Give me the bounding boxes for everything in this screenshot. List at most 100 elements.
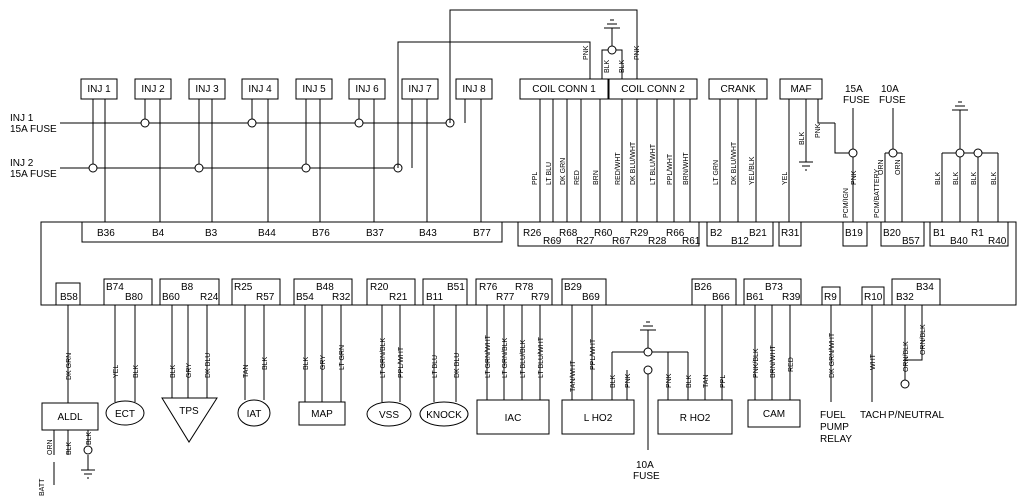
pcm-top-pin-area-b19 — [842, 221, 868, 247]
svg-text:R61: R61 — [682, 236, 701, 247]
component-knock: KNOCK — [419, 401, 469, 427]
svg-text:BLK: BLK — [610, 374, 617, 388]
svg-text:B20: B20 — [883, 228, 901, 239]
bottom-wires — [67, 305, 923, 479]
svg-text:R60: R60 — [594, 228, 613, 239]
svg-text:PPL: PPL — [532, 172, 539, 185]
svg-text:BLK: BLK — [303, 356, 310, 370]
svg-text:B74: B74 — [106, 282, 124, 293]
svg-text:R29: R29 — [630, 228, 649, 239]
fuel-pump-line2: PUMP — [820, 422, 849, 433]
svg-text:R9: R9 — [824, 292, 837, 303]
svg-text:DK GRN/WHT: DK GRN/WHT — [829, 332, 836, 378]
svg-text:CAM: CAM — [763, 409, 785, 420]
svg-text:KNOCK: KNOCK — [426, 410, 462, 421]
inj8-feed — [449, 9, 638, 123]
svg-text:LT BLU/BLK: LT BLU/BLK — [520, 339, 527, 378]
fuse-10a-bottom-line2: FUSE — [633, 471, 660, 482]
fuse-inj1-line1: INJ 1 — [10, 113, 34, 124]
svg-text:B60: B60 — [162, 292, 180, 303]
svg-text:R66: R66 — [666, 228, 685, 239]
svg-text:YEL: YEL — [782, 172, 789, 185]
svg-text:B40: B40 — [950, 236, 968, 247]
pin-box-b74 — [103, 278, 153, 306]
connector-crank-label: CRANK — [720, 84, 755, 95]
svg-text:IAT: IAT — [247, 409, 262, 420]
svg-text:WHT: WHT — [870, 353, 877, 370]
svg-text:DK GRN: DK GRN — [66, 353, 73, 380]
svg-text:RED/WHT: RED/WHT — [615, 152, 622, 185]
pcm-top-pin-area-crank — [706, 221, 774, 247]
svg-text:B19: B19 — [845, 228, 863, 239]
svg-text:B1: B1 — [933, 228, 946, 239]
connector-inj3: INJ 3 — [188, 78, 226, 100]
svg-text:BLK: BLK — [619, 59, 626, 73]
svg-text:R57: R57 — [256, 292, 275, 303]
svg-text:PNK: PNK — [815, 123, 822, 138]
svg-text:B21: B21 — [749, 228, 767, 239]
svg-text:B26: B26 — [694, 282, 712, 293]
svg-text:TPS: TPS — [179, 406, 199, 417]
connector-inj4-label: INJ 4 — [248, 84, 272, 95]
svg-text:RED: RED — [574, 170, 581, 185]
svg-text:LT BLU: LT BLU — [432, 355, 439, 378]
svg-text:IAC: IAC — [505, 413, 522, 424]
svg-text:BLK: BLK — [66, 441, 73, 455]
svg-text:B3: B3 — [205, 228, 218, 239]
svg-text:B57: B57 — [902, 236, 920, 247]
connector-inj1: INJ 1 — [80, 78, 118, 100]
svg-text:B76: B76 — [312, 228, 330, 239]
svg-text:PPL: PPL — [720, 375, 727, 388]
fuse-10a-top-line1: 10A — [881, 84, 899, 95]
svg-text:B43: B43 — [419, 228, 437, 239]
maf-wire-2 — [799, 99, 813, 171]
pin-box-r20 — [366, 278, 416, 306]
svg-text:ORN: ORN — [47, 439, 54, 455]
svg-text:PNK: PNK — [583, 45, 590, 60]
svg-text:BLK: BLK — [953, 171, 960, 185]
svg-text:R25: R25 — [234, 282, 253, 293]
svg-text:L HO2: L HO2 — [584, 413, 613, 424]
svg-text:R40: R40 — [988, 236, 1007, 247]
svg-text:PPL/WHT: PPL/WHT — [667, 153, 674, 185]
pin-box-b8 — [159, 278, 220, 306]
svg-text:ORN/BLK: ORN/BLK — [903, 341, 910, 372]
svg-text:PNK: PNK — [634, 45, 641, 60]
svg-text:B77: B77 — [473, 228, 491, 239]
pin-box-b34 — [891, 278, 941, 306]
svg-text:R39: R39 — [782, 292, 801, 303]
inj7-feed — [397, 41, 591, 168]
connector-coil1-label: COIL CONN 1 — [532, 84, 596, 95]
svg-text:B4: B4 — [152, 228, 165, 239]
svg-text:B80: B80 — [125, 292, 143, 303]
svg-text:PPL/WHT: PPL/WHT — [398, 346, 405, 378]
svg-text:BLK: BLK — [686, 374, 693, 388]
component-aldl: ALDL — [41, 402, 99, 431]
fuel-pump-line1: FUEL — [820, 410, 846, 421]
connector-coil1: COIL CONN 1 — [519, 78, 609, 100]
svg-text:R67: R67 — [612, 236, 631, 247]
connector-coil2-label: COIL CONN 2 — [621, 84, 685, 95]
svg-text:LT BLU: LT BLU — [546, 162, 553, 185]
svg-text:ORN/BLK: ORN/BLK — [920, 324, 927, 355]
svg-text:R78: R78 — [515, 282, 534, 293]
component-tps: TPS — [161, 397, 218, 443]
svg-text:B48: B48 — [316, 282, 334, 293]
connector-inj8-label: INJ 8 — [462, 84, 486, 95]
fuse-inj1-line2: 15A FUSE — [10, 124, 57, 135]
svg-text:DK BLU: DK BLU — [205, 353, 212, 378]
connector-inj2: INJ 2 — [134, 78, 172, 100]
pin-box-r76 — [475, 278, 553, 306]
svg-text:PCM/BATTERY: PCM/BATTERY — [874, 169, 881, 218]
svg-text:LT GRN/WHT: LT GRN/WHT — [485, 334, 492, 378]
svg-text:R79: R79 — [531, 292, 550, 303]
svg-text:B34: B34 — [916, 282, 934, 293]
pcm-ign-splice — [848, 148, 858, 158]
svg-text:DK BLU: DK BLU — [454, 353, 461, 378]
svg-text:B8: B8 — [181, 282, 194, 293]
svg-text:PNK: PNK — [666, 373, 673, 388]
svg-text:B44: B44 — [258, 228, 276, 239]
svg-text:TAN: TAN — [703, 375, 710, 388]
svg-text:R26: R26 — [523, 228, 542, 239]
